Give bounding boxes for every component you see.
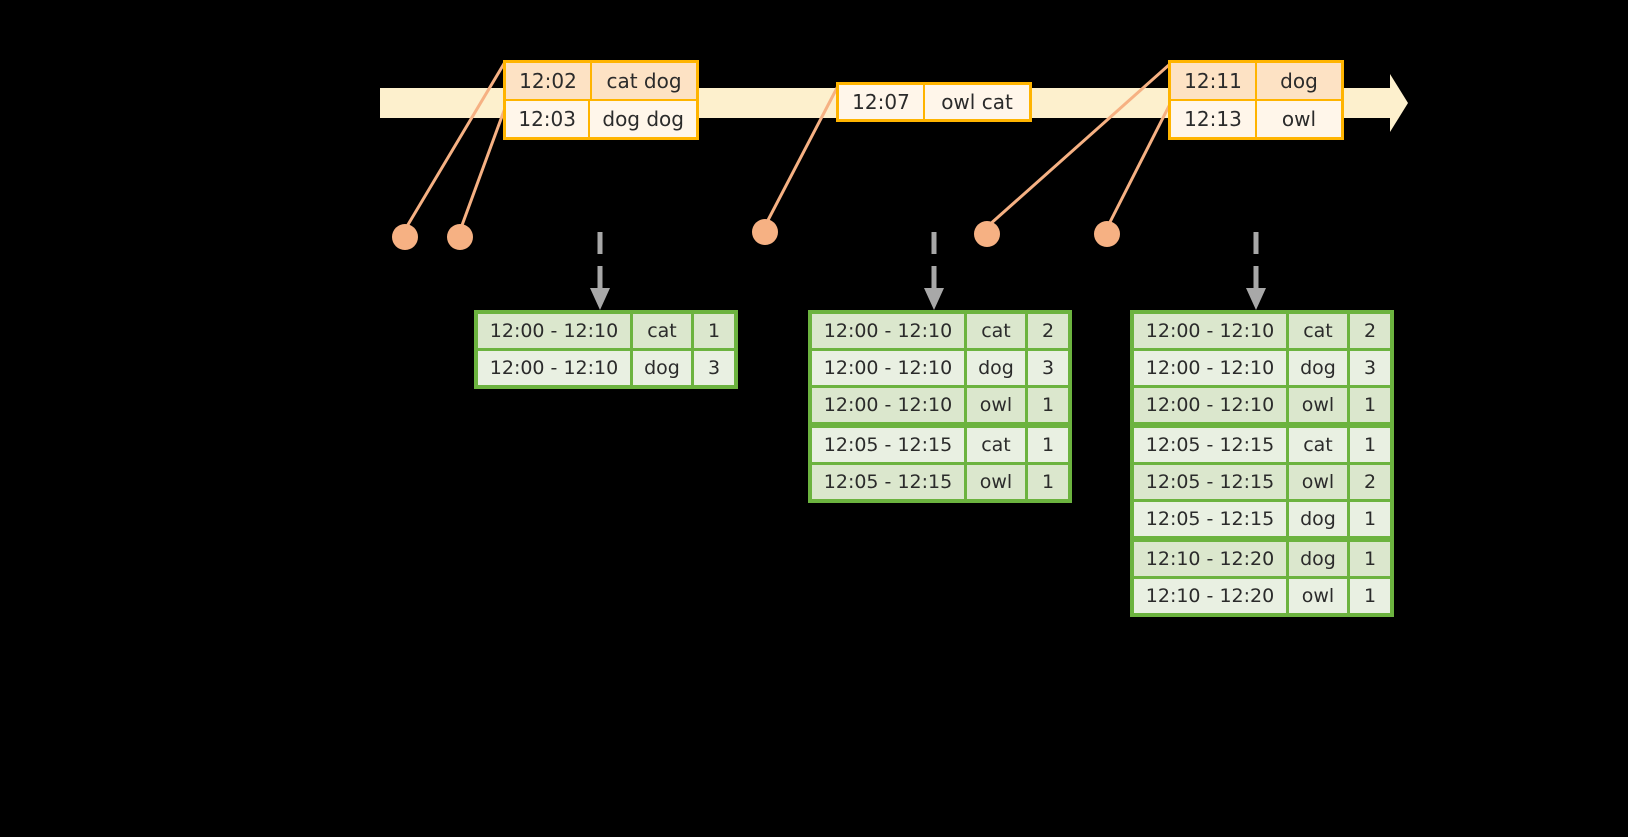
cell-window: 12:00 - 12:10 (1134, 351, 1286, 385)
cell-key: owl (1289, 579, 1347, 613)
cell-count: 1 (1350, 428, 1390, 462)
event-dot-2[interactable] (447, 224, 473, 250)
cell-count: 3 (694, 351, 734, 385)
cell-window: 12:00 - 12:10 (812, 388, 964, 422)
event-time: 12:13 (1171, 101, 1257, 137)
cell-key: owl (1289, 465, 1347, 499)
table-row[interactable]: 12:10 - 12:20 dog 1 (1134, 542, 1390, 576)
window-group: 12:00 - 12:10 cat 2 12:00 - 12:10 dog 3 … (1134, 314, 1390, 422)
cell-count: 1 (1350, 542, 1390, 576)
cell-count: 1 (1028, 388, 1068, 422)
event-dot-1[interactable] (392, 224, 418, 250)
event-time: 12:03 (506, 101, 591, 137)
cell-count: 1 (1350, 502, 1390, 536)
event-words: dog dog (602, 107, 684, 131)
cell-count: 3 (1028, 351, 1068, 385)
table-row[interactable]: 12:00 - 12:10 dog 3 (478, 351, 734, 385)
cell-window: 12:05 - 12:15 (1134, 428, 1286, 462)
cell-count: 2 (1350, 314, 1390, 348)
cell-key: owl (967, 465, 1025, 499)
timeline-event-row[interactable]: 12:03 dog dog (506, 99, 696, 137)
cell-window: 12:00 - 12:10 (812, 314, 964, 348)
event-words: cat dog (592, 63, 696, 99)
table-row[interactable]: 12:05 - 12:15 owl 2 (1134, 465, 1390, 499)
cell-count: 2 (1350, 465, 1390, 499)
cell-key: cat (967, 428, 1025, 462)
dashed-down-arrow-icon-2 (924, 232, 944, 310)
cell-window: 12:00 - 12:10 (478, 351, 630, 385)
timeline-event-group-3[interactable]: 12:11 dog 12:13 owl (1168, 60, 1344, 140)
cell-count: 3 (1350, 351, 1390, 385)
table-row[interactable]: 12:05 - 12:15 owl 1 (812, 465, 1068, 499)
cell-key: owl (967, 388, 1025, 422)
cell-key: dog (1289, 502, 1347, 536)
cell-window: 12:00 - 12:10 (1134, 388, 1286, 422)
cell-key: dog (1289, 542, 1347, 576)
table-row[interactable]: 12:00 - 12:10 dog 3 (812, 351, 1068, 385)
cell-key: owl (1289, 388, 1347, 422)
cell-key: cat (967, 314, 1025, 348)
table-row[interactable]: 12:10 - 12:20 owl 1 (1134, 579, 1390, 613)
cell-window: 12:00 - 12:10 (478, 314, 630, 348)
cell-key: cat (1289, 428, 1347, 462)
cell-key: dog (1289, 351, 1347, 385)
cell-count: 1 (694, 314, 734, 348)
table-row[interactable]: 12:00 - 12:10 cat 1 (478, 314, 734, 348)
cell-window: 12:05 - 12:15 (812, 428, 964, 462)
window-group: 12:05 - 12:15 cat 1 12:05 - 12:15 owl 1 (812, 428, 1068, 499)
cell-count: 1 (1350, 579, 1390, 613)
window-group: 12:00 - 12:10 cat 2 12:00 - 12:10 dog 3 … (812, 314, 1068, 422)
result-table-2[interactable]: 12:00 - 12:10 cat 2 12:00 - 12:10 dog 3 … (808, 310, 1072, 503)
dashed-down-arrow-icon-3 (1246, 232, 1266, 310)
cell-count: 1 (1028, 465, 1068, 499)
cell-window: 12:05 - 12:15 (1134, 465, 1286, 499)
event-words: owl (1281, 107, 1317, 131)
window-group: 12:10 - 12:20 dog 1 12:10 - 12:20 owl 1 (1134, 542, 1390, 613)
table-row[interactable]: 12:05 - 12:15 dog 1 (1134, 502, 1390, 536)
event-words: dog (1257, 63, 1341, 99)
result-table-3[interactable]: 12:00 - 12:10 cat 2 12:00 - 12:10 dog 3 … (1130, 310, 1394, 617)
timeline-arrow-icon (1372, 74, 1408, 132)
cell-key: cat (633, 314, 691, 348)
cell-count: 2 (1028, 314, 1068, 348)
cell-key: dog (633, 351, 691, 385)
window-group: 12:00 - 12:10 cat 1 12:00 - 12:10 dog 3 (478, 314, 734, 385)
event-dot-5[interactable] (1094, 221, 1120, 247)
event-dot-4[interactable] (974, 221, 1000, 247)
cell-window: 12:05 - 12:15 (812, 465, 964, 499)
cell-key: cat (1289, 314, 1347, 348)
window-group: 12:05 - 12:15 cat 1 12:05 - 12:15 owl 2 … (1134, 428, 1390, 536)
timeline-event-row[interactable]: 12:11 dog (1171, 63, 1341, 99)
cell-window: 12:00 - 12:10 (1134, 314, 1286, 348)
result-table-1[interactable]: 12:00 - 12:10 cat 1 12:00 - 12:10 dog 3 (474, 310, 738, 389)
timeline-event-group-1[interactable]: 12:02 cat dog 12:03 dog dog (503, 60, 699, 140)
event-time: 12:07 (839, 85, 925, 119)
table-row[interactable]: 12:00 - 12:10 dog 3 (1134, 351, 1390, 385)
event-time: 12:02 (506, 63, 592, 99)
timeline-event-row[interactable]: 12:02 cat dog (506, 63, 696, 99)
timeline-event-row[interactable]: 12:07 owl cat (839, 85, 1029, 119)
cell-window: 12:00 - 12:10 (812, 351, 964, 385)
event-dot-3[interactable] (752, 219, 778, 245)
cell-count: 1 (1350, 388, 1390, 422)
cell-window: 12:10 - 12:20 (1134, 579, 1286, 613)
timeline-event-row[interactable]: 12:13 owl (1171, 99, 1341, 137)
dashed-down-arrow-icon-1 (590, 232, 610, 310)
table-row[interactable]: 12:05 - 12:15 cat 1 (812, 428, 1068, 462)
cell-window: 12:10 - 12:20 (1134, 542, 1286, 576)
table-row[interactable]: 12:00 - 12:10 cat 2 (1134, 314, 1390, 348)
table-row[interactable]: 12:00 - 12:10 owl 1 (1134, 388, 1390, 422)
table-row[interactable]: 12:05 - 12:15 cat 1 (1134, 428, 1390, 462)
cell-count: 1 (1028, 428, 1068, 462)
cell-key: dog (967, 351, 1025, 385)
event-time: 12:11 (1171, 63, 1257, 99)
cell-window: 12:05 - 12:15 (1134, 502, 1286, 536)
timeline-event-group-2[interactable]: 12:07 owl cat (836, 82, 1032, 122)
table-row[interactable]: 12:00 - 12:10 cat 2 (812, 314, 1068, 348)
event-words: owl cat (941, 90, 1013, 114)
table-row[interactable]: 12:00 - 12:10 owl 1 (812, 388, 1068, 422)
